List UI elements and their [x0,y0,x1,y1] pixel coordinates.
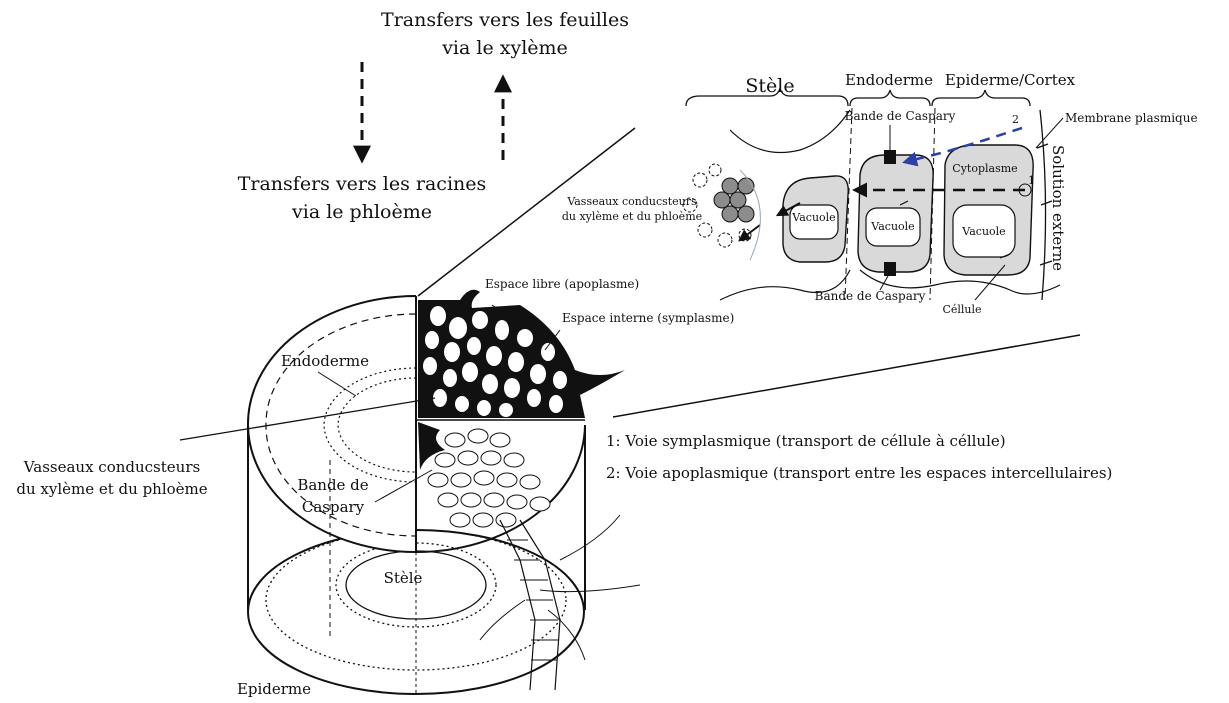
caspary-band-bottom [884,262,896,276]
vacuole-1: Vacuole [791,211,835,224]
bande-label-line1: Bande de [297,476,368,494]
zoom-vessel-line1: Vasseaux conducsteurs [566,195,697,208]
caspary-bottom-label: Bande de Caspary [815,289,926,303]
membrane-label: Membrane plasmique [1065,111,1198,125]
zoom-vessel-line2: du xylème et du phloème [562,210,702,223]
espace-libre-label: Espace libre (apoplasme) [485,277,639,291]
transfer-arrows [362,62,503,160]
to-roots-line2: via le phloème [291,201,432,223]
to-roots-line1: Transfers vers les racines [238,173,487,195]
to-leaves-line2: via le xylème [441,37,568,59]
espace-interne-label: Espace interne (symplasme) [562,311,734,325]
cellule-label: Céllule [942,303,981,316]
zoom-endoderme-label: Endoderme [845,71,933,89]
bande-label-line2: Caspary [302,498,365,516]
solution-externe-label: Solution externe [1049,145,1067,271]
endoderme-brace [850,90,930,106]
root-cylinder [180,290,640,694]
vessel-label-line2: du xylème et du phloème [16,480,207,498]
to-leaves-line1: Transfers vers les feuilles [381,9,629,31]
legend-item-2: 2: Voie apoplasmique (transport entre le… [606,464,1112,482]
epiderme-brace [932,90,1030,106]
zoom-stele-label: Stèle [745,75,794,97]
stele-label: Stèle [384,569,423,587]
path-label-2: 2 [1012,113,1019,126]
zoom-epiderme-cortex-label: Epiderme/Cortex [945,71,1076,89]
caspary-band-top [884,150,896,164]
legend-item-1: 1: Voie symplasmique (transport de céllu… [606,432,1006,450]
cytoplasme-label: Cytoplasme [952,162,1017,175]
vessel-label-line1: Vasseaux conducsteurs [23,458,200,476]
endoderme-label: Endoderme [281,352,369,370]
epiderme-label: Epiderme [237,680,311,698]
vacuole-2: Vacuole [870,220,914,233]
caspary-top-label: Bande de Caspary [845,109,956,123]
vacuole-3: Vacuole [961,225,1005,238]
